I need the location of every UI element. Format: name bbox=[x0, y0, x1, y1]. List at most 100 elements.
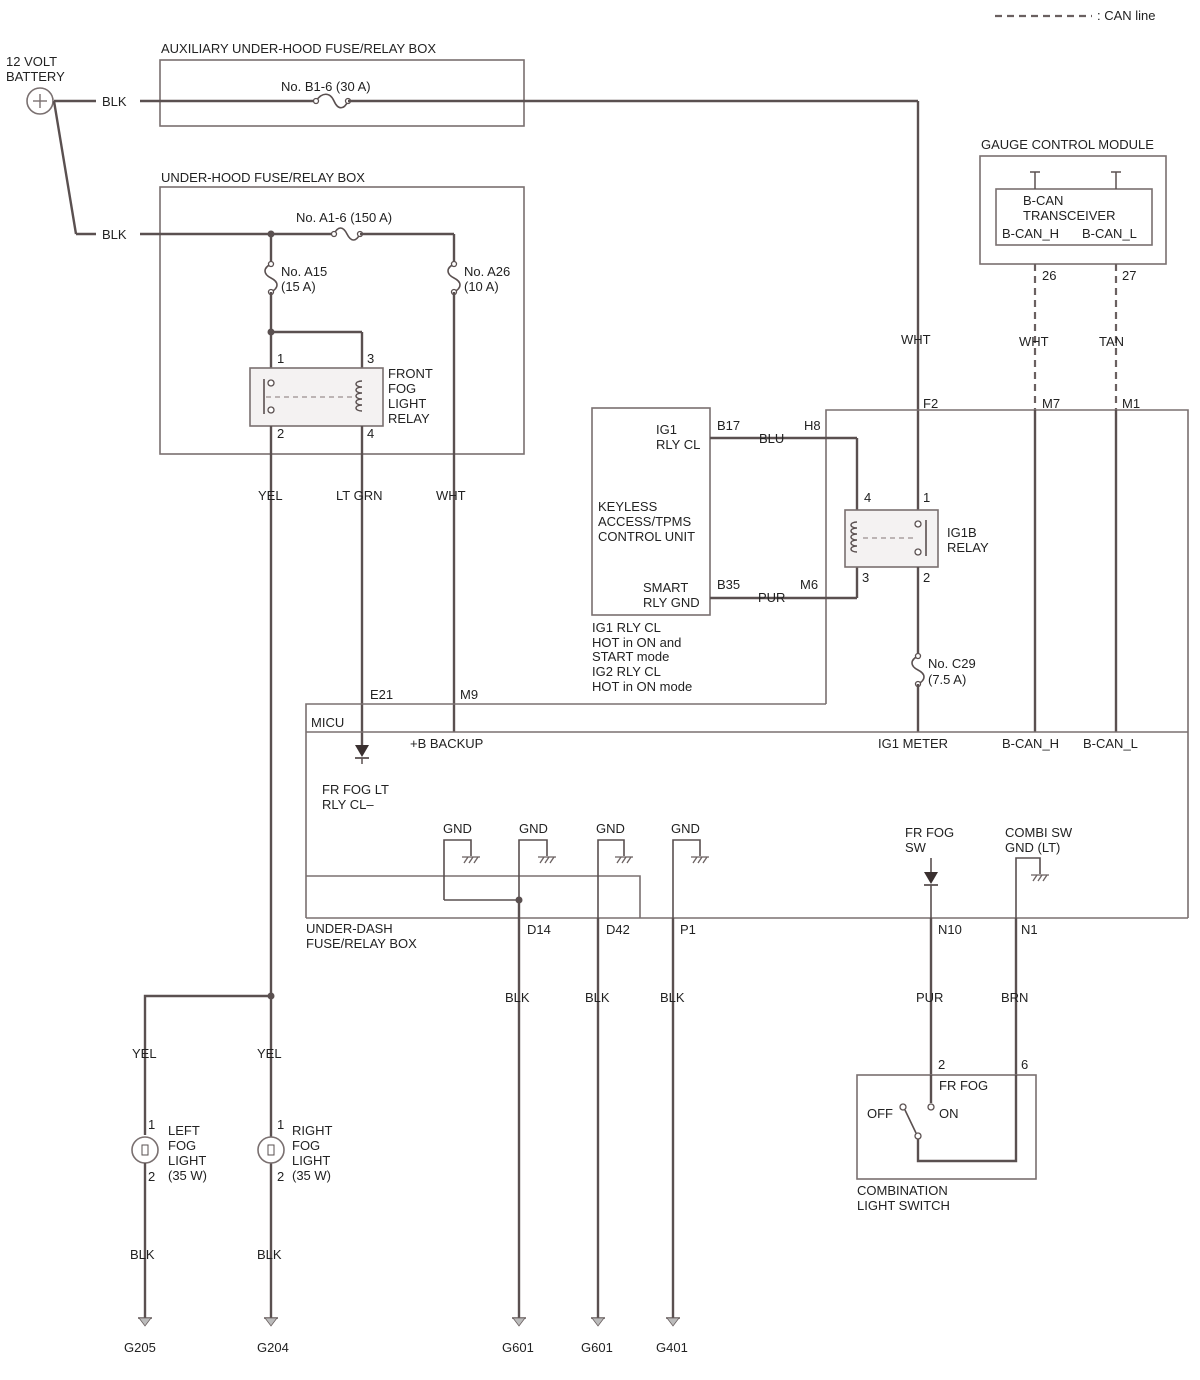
gnd-label: GND bbox=[671, 821, 700, 836]
wire-label: TAN bbox=[1099, 334, 1124, 349]
switch-on-label: ON bbox=[939, 1106, 959, 1121]
note-text: START mode bbox=[592, 649, 669, 664]
connector-label: M1 bbox=[1122, 396, 1140, 411]
micu-pin-name: +B BACKUP bbox=[410, 736, 483, 751]
connector-label: F2 bbox=[923, 396, 938, 411]
transceiver-label: B-CAN bbox=[1023, 193, 1063, 208]
can-h-label: B-CAN_H bbox=[1002, 226, 1059, 241]
legend-can-line: : CAN line bbox=[1097, 8, 1156, 23]
wire-label: BLK bbox=[585, 990, 610, 1005]
wire-label: PUR bbox=[758, 590, 785, 605]
gnd-label: GND bbox=[443, 821, 472, 836]
pin-label: 2 bbox=[923, 570, 930, 585]
wire-label: BLK bbox=[102, 94, 127, 109]
ground-label: G601 bbox=[581, 1340, 613, 1355]
lamp-label: (35 W) bbox=[292, 1168, 331, 1183]
connector-label: D14 bbox=[527, 922, 551, 937]
wire-label: BLK bbox=[102, 227, 127, 242]
pin-name: RLY CL bbox=[656, 437, 700, 452]
relay-coil-icon bbox=[355, 380, 363, 412]
unit-name: CONTROL UNIT bbox=[598, 529, 695, 544]
micu-pin-name: RLY CL– bbox=[322, 797, 374, 812]
micu-pin-name: GND (LT) bbox=[1005, 840, 1060, 855]
pin-label: 2 bbox=[938, 1057, 945, 1072]
lamp-label: (35 W) bbox=[168, 1168, 207, 1183]
ground-label: G401 bbox=[656, 1340, 688, 1355]
fuse-a1-6-label: No. A1-6 (150 A) bbox=[296, 210, 392, 225]
gnd-label: GND bbox=[519, 821, 548, 836]
fuse-c29-rating: (7.5 A) bbox=[928, 672, 966, 687]
micu: MICU E21 M9 +B BACKUP IG1 METER B-CAN_H … bbox=[305, 687, 1188, 951]
wire-label: YEL bbox=[257, 1046, 282, 1061]
uh-box-title: UNDER-HOOD FUSE/RELAY BOX bbox=[161, 170, 365, 185]
wire-label: WHT bbox=[1019, 334, 1049, 349]
connector-label: M7 bbox=[1042, 396, 1060, 411]
pin-name: IG1 bbox=[656, 422, 677, 437]
wire-label: BLK bbox=[130, 1247, 155, 1262]
diode-icon bbox=[924, 872, 938, 884]
relay-label: IG1B bbox=[947, 525, 977, 540]
connector-label: N10 bbox=[938, 922, 962, 937]
lamp-icon bbox=[257, 1136, 285, 1164]
relay-label: LIGHT bbox=[388, 396, 426, 411]
ground-icon bbox=[512, 1317, 526, 1327]
pin-label: 4 bbox=[864, 490, 871, 505]
diode-icon bbox=[355, 745, 369, 757]
wire-label: YEL bbox=[258, 488, 283, 503]
lamp-label: LEFT bbox=[168, 1123, 200, 1138]
pin-label: 1 bbox=[923, 490, 930, 505]
lamp-label: LIGHT bbox=[292, 1153, 330, 1168]
battery-label: BATTERY bbox=[6, 69, 65, 84]
relay-coil-icon bbox=[850, 521, 858, 553]
ig1b-relay: 4 1 3 2 IG1B RELAY bbox=[844, 490, 989, 585]
aux-fuse-box: AUXILIARY UNDER-HOOD FUSE/RELAY BOX BLK … bbox=[102, 41, 918, 127]
lamp-icon bbox=[131, 1136, 159, 1164]
pin-label: 2 bbox=[148, 1169, 155, 1184]
micu-pin-name: FR FOG LT bbox=[322, 782, 389, 797]
ground-label: G204 bbox=[257, 1340, 289, 1355]
fuse-a26-rating: (10 A) bbox=[464, 279, 499, 294]
wire-label: BRN bbox=[1001, 990, 1028, 1005]
ground-icon bbox=[666, 1317, 680, 1327]
connector-label: D42 bbox=[606, 922, 630, 937]
gauge-title: GAUGE CONTROL MODULE bbox=[981, 137, 1154, 152]
note-text: IG2 RLY CL bbox=[592, 664, 661, 679]
connector-label: P1 bbox=[680, 922, 696, 937]
right-fog-light: 1 2 RIGHT FOG LIGHT (35 W) bbox=[257, 1117, 333, 1184]
transceiver-label: TRANSCEIVER bbox=[1023, 208, 1115, 223]
battery-label: 12 VOLT bbox=[6, 54, 57, 69]
legend: : CAN line bbox=[995, 8, 1156, 23]
unit-name: ACCESS/TPMS bbox=[598, 514, 692, 529]
micu-pin-name: IG1 METER bbox=[878, 736, 948, 751]
ground-icon bbox=[591, 1317, 605, 1327]
connector-label: B35 bbox=[717, 577, 740, 592]
micu-title: MICU bbox=[311, 715, 344, 730]
combination-light-switch: 2 6 FR FOG OFF ON COMBINATION LIGHT SWIT… bbox=[856, 1057, 1037, 1213]
pin-label: 3 bbox=[367, 351, 374, 366]
pin-label: 1 bbox=[277, 1117, 284, 1132]
micu-pin-name: SW bbox=[905, 840, 927, 855]
aux-box-title: AUXILIARY UNDER-HOOD FUSE/RELAY BOX bbox=[161, 41, 436, 56]
pin-label: 26 bbox=[1042, 268, 1056, 283]
pin-label: 1 bbox=[148, 1117, 155, 1132]
wire-label: LT GRN bbox=[336, 488, 382, 503]
wire-label: BLK bbox=[257, 1247, 282, 1262]
lamp-label: LIGHT bbox=[168, 1153, 206, 1168]
micu-pin-name: B-CAN_H bbox=[1002, 736, 1059, 751]
battery-icon bbox=[26, 87, 54, 115]
note-text: IG1 RLY CL bbox=[592, 620, 661, 635]
connector-label: N1 bbox=[1021, 922, 1038, 937]
ground-points: G205 G204 G601 G601 G401 bbox=[124, 1317, 688, 1355]
relay-label: RELAY bbox=[388, 411, 430, 426]
fuse-icon bbox=[333, 227, 361, 241]
front-fog-light-relay: 1 3 2 4 FRONT FOG LIGHT RELAY bbox=[249, 351, 433, 441]
pin-label: 27 bbox=[1122, 268, 1136, 283]
switch-off-label: OFF bbox=[867, 1106, 893, 1121]
switch-name: LIGHT SWITCH bbox=[857, 1198, 950, 1213]
fuse-icon bbox=[911, 655, 925, 685]
wire-label: BLK bbox=[660, 990, 685, 1005]
connector-label: M6 bbox=[800, 577, 818, 592]
pin-label: 1 bbox=[277, 351, 284, 366]
micu-pin-name: FR FOG bbox=[905, 825, 954, 840]
pin-label: 3 bbox=[862, 570, 869, 585]
